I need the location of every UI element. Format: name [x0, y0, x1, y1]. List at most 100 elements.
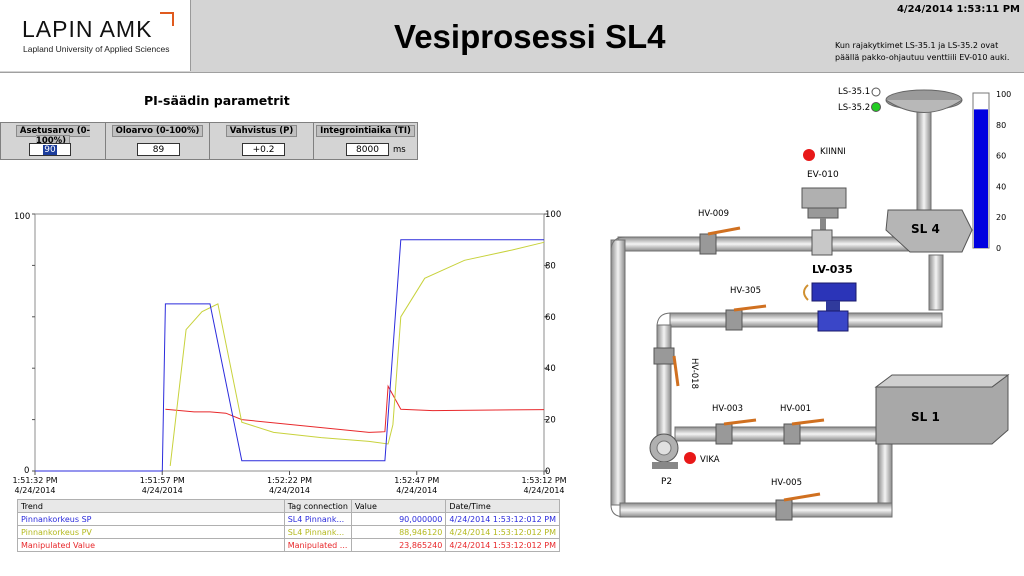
tank-sl1-label: SL 1	[911, 410, 940, 424]
date-axis-label: 4/24/2014	[142, 486, 183, 495]
tank-sl4-label: SL 4	[911, 222, 940, 236]
level-fill	[974, 109, 988, 249]
trend-legend-table: Trend Tag connection Value Date/Time Pin…	[17, 499, 560, 552]
param-label-integral: Integrointiaika (TI)	[316, 125, 415, 137]
pump-p2-label: P2	[661, 477, 672, 487]
setpoint-input[interactable]: 90	[29, 143, 71, 156]
logo-corner-mark	[160, 12, 174, 26]
logo-name: LAPIN AMK	[22, 16, 153, 42]
valve-hv-003[interactable]	[715, 418, 757, 445]
hv-305-label: HV-305	[730, 286, 761, 296]
ls-35-2-label: LS-35.2	[838, 103, 870, 113]
param-cell-gain: Vahvistus (P) +0.2	[210, 123, 314, 159]
params-title: PI-säädin parametrit	[144, 93, 290, 108]
pump-p2-fault-light	[684, 452, 696, 464]
tag-connection: Manipulated ...	[283, 538, 352, 552]
date-axis-label: 4/24/2014	[14, 486, 55, 495]
time-axis-label: 1:51:32 PM	[12, 476, 57, 485]
trend-datetime: 4/24/2014 1:53:12:012 PM	[445, 538, 560, 552]
lv-035-label: LV-035	[812, 263, 853, 276]
trend-datetime: 4/24/2014 1:53:12:012 PM	[445, 512, 560, 526]
valve-hv-009[interactable]	[699, 226, 741, 255]
param-table: Asetusarvo (0-100%) 90 Oloarvo (0-100%) …	[0, 122, 418, 160]
trend-line-mv	[165, 384, 545, 433]
hv-018-label: HV-018	[689, 358, 699, 389]
param-cell-integral: Integrointiaika (TI) 8000 ms	[314, 123, 417, 159]
time-axis-label: 1:52:47 PM	[394, 476, 439, 485]
ev-010-status-label: KIINNI	[820, 147, 846, 157]
level-scale-label: 60	[996, 152, 1006, 161]
ls-35-1-label: LS-35.1	[838, 87, 870, 97]
valve-hv-305[interactable]	[725, 304, 767, 331]
process-diagram: SL 4 SL 1 100 80 60 40 20 0 LS-35.1 LS-35.2 K…	[610, 87, 1011, 521]
valve-ev-010[interactable]	[801, 187, 847, 256]
trend-name: Manipulated Value	[17, 538, 285, 552]
level-scale-label: 80	[996, 121, 1006, 130]
param-cell-setpoint: Asetusarvo (0-100%) 90	[1, 123, 106, 159]
left-axis-max: 100	[14, 212, 30, 222]
pump-p2[interactable]	[649, 433, 679, 469]
col-tag: Tag connection	[283, 499, 352, 513]
trend-value: 23,865240	[350, 538, 447, 552]
right-axis-label: 0	[545, 467, 550, 477]
hv-001-label: HV-001	[780, 404, 811, 414]
time-axis-label: 1:53:12 PM	[521, 476, 566, 485]
ls-35-1-indicator	[871, 87, 881, 97]
level-scale-label: 0	[996, 244, 1001, 253]
trend-name: Pinnankorkeus PV	[17, 525, 285, 539]
trend-datetime: 4/24/2014 1:53:12:012 PM	[445, 525, 560, 539]
param-cell-actual: Oloarvo (0-100%) 89	[106, 123, 210, 159]
valve-hv-001[interactable]	[783, 418, 825, 445]
tank-sl4	[885, 209, 973, 253]
tag-connection: SL4 Pinnank...	[283, 512, 352, 526]
table-row[interactable]: Pinnankorkeus PV SL4 Pinnank... 88,94612…	[17, 525, 560, 539]
trend-value: 90,000000	[350, 512, 447, 526]
table-row[interactable]: Manipulated Value Manipulated ... 23,865…	[17, 538, 560, 552]
col-trend: Trend	[17, 499, 285, 513]
date-axis-label: 4/24/2014	[396, 486, 437, 495]
col-datetime: Date/Time	[445, 499, 560, 513]
time-axis-label: 1:51:57 PM	[140, 476, 185, 485]
trend-line-pv	[169, 241, 545, 466]
logo-subtitle: Lapland University of Applied Sciences	[23, 44, 170, 54]
time-axis-label: 1:52:22 PM	[267, 476, 312, 485]
param-label-actual: Oloarvo (0-100%)	[111, 125, 204, 137]
valve-hv-018[interactable]	[653, 347, 680, 387]
date-axis-label: 4/24/2014	[523, 486, 564, 495]
pump-p2-fault-label: VIKA	[700, 455, 720, 465]
ls-35-2-indicator	[871, 102, 881, 112]
trend-name: Pinnankorkeus SP	[17, 512, 285, 526]
right-axis-label: 80	[545, 261, 556, 271]
hv-005-label: HV-005	[771, 478, 802, 488]
ev-010-label: EV-010	[807, 170, 839, 180]
integral-time-input[interactable]: 8000	[346, 143, 389, 156]
hv-003-label: HV-003	[712, 404, 743, 414]
trend-value: 88,946120	[350, 525, 447, 539]
level-scale-label: 100	[996, 90, 1011, 99]
table-row[interactable]: Pinnankorkeus SP SL4 Pinnank... 90,00000…	[17, 512, 560, 526]
right-axis-label: 60	[545, 313, 556, 323]
datetime-display: 4/24/2014 1:53:11 PM	[896, 4, 1020, 15]
right-axis-label: 20	[545, 416, 556, 426]
header-note: Kun rajakytkimet LS-35.1 ja LS-35.2 ovat…	[835, 41, 1010, 62]
valve-hv-005[interactable]	[775, 492, 821, 521]
trend-line-sp	[35, 239, 544, 472]
right-axis-label: 40	[545, 364, 556, 374]
tag-connection: SL4 Pinnank...	[283, 525, 352, 539]
actual-value-field[interactable]: 89	[137, 143, 180, 156]
col-value: Value	[350, 499, 447, 513]
integral-unit: ms	[393, 145, 406, 155]
hv-009-label: HV-009	[698, 209, 729, 219]
page-title: Vesiprosessi SL4	[394, 18, 666, 55]
right-axis-label: 100	[545, 210, 561, 220]
ev-010-status-light	[803, 149, 815, 161]
trend-plot-area	[34, 213, 545, 472]
level-scale-label: 20	[996, 213, 1006, 222]
param-label-gain: Vahvistus (P)	[225, 125, 298, 137]
valve-lv-035[interactable]	[803, 282, 857, 332]
gain-input[interactable]: +0.2	[242, 143, 285, 156]
logo	[0, 0, 191, 71]
level-scale-label: 40	[996, 182, 1006, 191]
left-axis-min: 0	[24, 466, 29, 476]
